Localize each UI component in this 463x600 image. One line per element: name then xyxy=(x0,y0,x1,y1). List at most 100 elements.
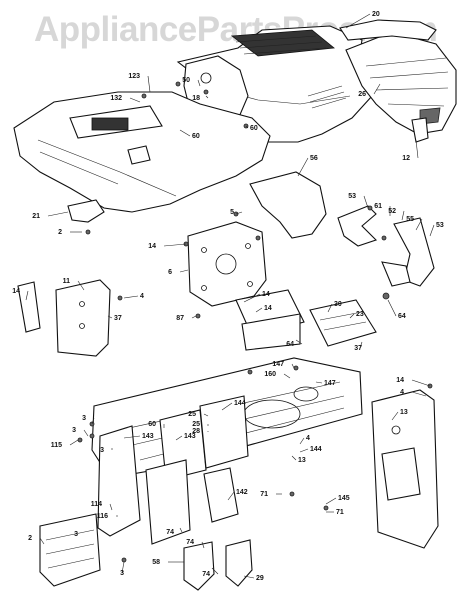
callout-leader xyxy=(243,293,261,303)
part-callout-4: 4 xyxy=(400,389,404,396)
part-callout-14: 14 xyxy=(264,305,272,312)
callout-leader xyxy=(315,381,323,384)
part-callout-60: 60 xyxy=(250,125,258,132)
part-callout-26: 26 xyxy=(358,91,366,98)
dash-bracket-part xyxy=(249,171,327,239)
callout-leader xyxy=(203,413,209,417)
part-callout-71: 71 xyxy=(260,491,268,498)
part-callout-116: 116 xyxy=(97,513,108,520)
front-bumper-plate-part xyxy=(39,513,101,587)
part-callout-3: 3 xyxy=(100,447,104,454)
part-callout-21: 21 xyxy=(32,213,40,220)
part-callout-25: 25 xyxy=(188,411,196,418)
part-callout-14: 14 xyxy=(262,291,270,298)
part-callout-13: 13 xyxy=(298,457,306,464)
part-callout-5: 5 xyxy=(230,209,234,216)
bracket-part xyxy=(411,117,429,143)
callout-leader xyxy=(243,575,255,579)
callout-leader xyxy=(255,307,263,313)
callout-leader xyxy=(327,303,333,313)
callout-leader xyxy=(359,341,363,349)
right-frame-plate-part xyxy=(371,389,439,549)
part-callout-50: 50 xyxy=(182,77,190,84)
callout-leader xyxy=(297,157,309,177)
part-callout-3: 3 xyxy=(74,531,78,538)
callout-leader xyxy=(123,295,139,299)
callout-leader xyxy=(345,13,371,29)
part-callout-143: 143 xyxy=(184,433,196,440)
callout-leader xyxy=(325,497,337,505)
callout-leader xyxy=(175,435,183,441)
left-side-plate-part xyxy=(17,279,111,357)
callout-leader xyxy=(415,139,419,159)
callout-leader xyxy=(429,224,435,237)
part-callout-64: 64 xyxy=(286,341,294,348)
part-callout-53: 53 xyxy=(348,193,356,200)
part-callout-29: 29 xyxy=(256,575,264,582)
callout-leader xyxy=(69,439,79,446)
front-axle-bracket-part xyxy=(97,425,239,545)
part-callout-30: 30 xyxy=(334,301,342,308)
part-callout-144: 144 xyxy=(310,446,322,453)
callout-leader xyxy=(373,83,381,95)
part-callout-12: 12 xyxy=(402,155,410,162)
callout-leader xyxy=(179,527,183,533)
part-callout-52: 52 xyxy=(388,208,396,215)
callout-leader xyxy=(179,269,189,273)
callout-leader xyxy=(205,95,209,99)
part-callout-3: 3 xyxy=(72,427,76,434)
callout-leader xyxy=(211,567,219,575)
callout-leader xyxy=(147,75,151,93)
part-callout-143: 143 xyxy=(142,433,154,440)
part-callout-87: 87 xyxy=(176,315,184,322)
battery-tray-part xyxy=(235,289,377,351)
part-callout-71: 71 xyxy=(336,509,344,516)
mower-lift-bracket-part xyxy=(337,205,378,247)
callout-leader xyxy=(391,411,399,421)
part-callout-160: 160 xyxy=(264,371,276,378)
lower-bracket-left-part xyxy=(183,541,215,591)
callout-leader xyxy=(363,195,369,209)
part-callout-28: 28 xyxy=(192,428,200,435)
callout-leader xyxy=(411,379,431,387)
part-callout-13: 13 xyxy=(400,409,408,416)
main-frame-part xyxy=(91,357,363,481)
callout-leader xyxy=(299,448,309,453)
callout-leader xyxy=(107,315,113,319)
part-callout-3: 3 xyxy=(120,570,124,577)
part-callout-142: 142 xyxy=(236,489,248,496)
callout-leader xyxy=(179,129,191,137)
steering-support-plate-part xyxy=(187,221,267,307)
part-callout-3: 3 xyxy=(82,415,86,422)
part-callout-74: 74 xyxy=(166,529,174,536)
callout-leader xyxy=(109,503,113,511)
callout-leader xyxy=(283,373,291,379)
callout-labels: 2026121231325018606056212514653615255536… xyxy=(12,11,444,582)
fender-body-part xyxy=(13,91,271,213)
part-callout-114: 114 xyxy=(91,501,102,508)
part-callout-61: 61 xyxy=(374,203,382,210)
callout-leader xyxy=(245,125,249,129)
part-callout-2: 2 xyxy=(58,229,62,236)
callout-leader xyxy=(235,211,243,215)
part-callout-14: 14 xyxy=(148,243,156,250)
callout-leader xyxy=(415,218,423,231)
callout-leader xyxy=(83,429,89,437)
part-callout-55: 55 xyxy=(406,216,414,223)
part-callout-60: 60 xyxy=(192,133,200,140)
callout-leader xyxy=(197,79,201,87)
part-callout-60: 60 xyxy=(148,421,156,428)
part-callout-132: 132 xyxy=(110,95,122,102)
part-callout-11: 11 xyxy=(63,278,71,285)
callout-leader xyxy=(121,561,125,574)
part-callout-37: 37 xyxy=(114,315,122,322)
part-callout-147: 147 xyxy=(272,361,284,368)
part-callout-2: 2 xyxy=(28,535,32,542)
callout-leader xyxy=(295,339,303,345)
part-callout-6: 6 xyxy=(168,269,172,276)
callout-leader xyxy=(401,210,405,221)
callout-leader xyxy=(25,290,29,301)
part-callout-25: 25 xyxy=(192,421,200,428)
